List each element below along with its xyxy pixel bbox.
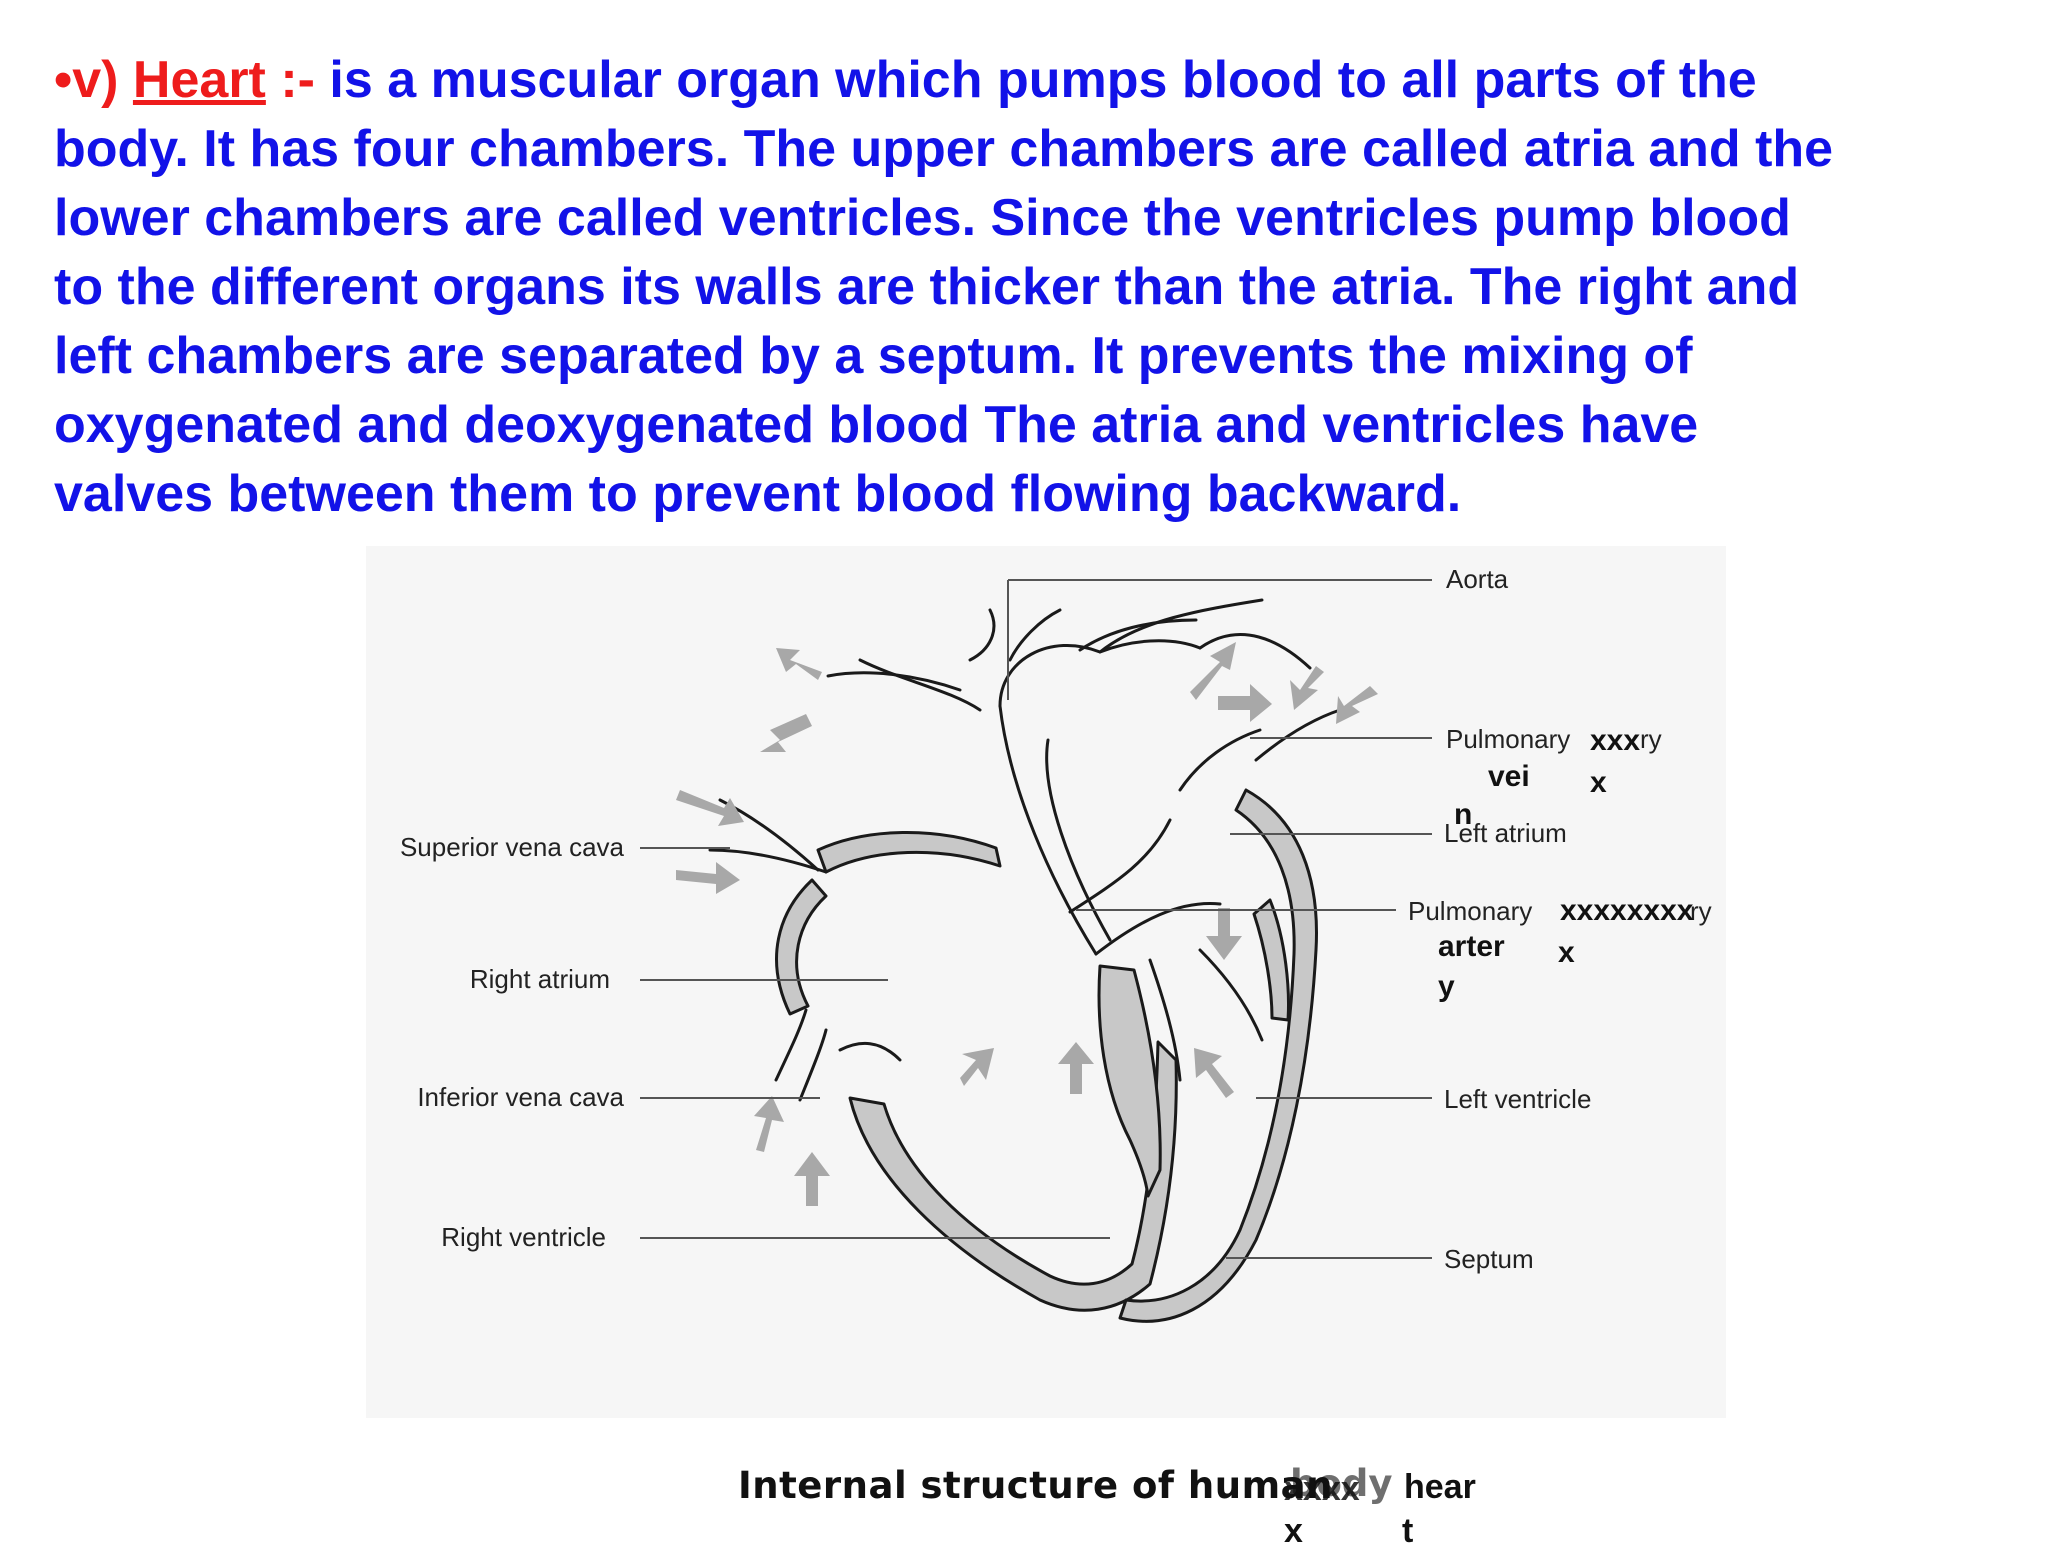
- label-inferior-vena-cava: Inferior vena cava: [417, 1082, 624, 1112]
- label-pulmonary-vein-cut: ry: [1640, 724, 1662, 754]
- heart-diagram-panel: Aorta Pulmonary ry xxx x vei n Left atri…: [366, 546, 1726, 1418]
- septum-wall: [1097, 964, 1162, 1198]
- caption-overlay-xxx: xxxx: [1284, 1470, 1360, 1508]
- label-aorta: Aorta: [1446, 564, 1509, 594]
- label-pulmonary-vein-x: x: [1590, 766, 1607, 799]
- figure-caption: Internal structure of human: [738, 1464, 1333, 1507]
- heart-diagram: Aorta Pulmonary ry xxx x vei n Left atri…: [400, 564, 1712, 1323]
- arrow-icon: [794, 1152, 830, 1206]
- diagram-labels: Aorta Pulmonary ry xxx x vei n Left atri…: [400, 564, 1712, 1274]
- item-numeral: v): [72, 51, 119, 109]
- label-pulmonary-artery: Pulmonary: [1408, 896, 1532, 926]
- label-right-atrium: Right atrium: [470, 964, 610, 994]
- label-pulmonary-vein-xxx: xxx: [1590, 724, 1640, 757]
- caption-overlay-x: x: [1284, 1512, 1303, 1550]
- paragraph-line-3: lower chambers are called ventricles. Si…: [54, 189, 1791, 247]
- term-heart: Heart: [132, 51, 266, 109]
- arrow-icon: [754, 1096, 784, 1152]
- paragraph-line-2: body. It has four chambers. The upper ch…: [54, 120, 1834, 178]
- arrow-icon: [1290, 666, 1324, 710]
- caption-overlay-body: body: [1290, 1462, 1393, 1505]
- label-pulmonary-vein: Pulmonary: [1446, 724, 1570, 754]
- paragraph-text: is a muscular organ which pumps blood to…: [329, 51, 1757, 109]
- label-left-atrium: Left atrium: [1444, 818, 1567, 848]
- paragraph-line-1: •v) Heart :- is a muscular organ which p…: [54, 46, 2034, 115]
- arrow-icon: [1058, 1042, 1094, 1094]
- label-left-ventricle: Left ventricle: [1444, 1084, 1591, 1114]
- heart-description: •v) Heart :- is a muscular organ which p…: [54, 46, 2034, 529]
- arrow-icon: [760, 714, 812, 752]
- label-pulmonary-artery-xxx: xxxxxxxx: [1560, 894, 1694, 927]
- label-right-ventricle: Right ventricle: [441, 1222, 606, 1252]
- arrow-icon: [1194, 1048, 1234, 1098]
- inferior-vena-cava-vessel: [774, 1008, 808, 1082]
- blood-flow-arrows: [676, 642, 1378, 1206]
- bullet: •: [54, 51, 73, 109]
- vessel-outlines: [708, 598, 1342, 1102]
- leader-lines: [640, 579, 1432, 1259]
- arrow-icon: [1206, 908, 1242, 960]
- label-pulmonary-artery-cut: ry: [1690, 896, 1712, 926]
- label-septum: Septum: [1444, 1244, 1534, 1274]
- arrow-icon: [776, 648, 822, 680]
- paragraph-line-5: left chambers are separated by a septum.…: [54, 327, 1693, 385]
- arrow-icon: [1190, 642, 1236, 700]
- heart-walls: [775, 788, 1318, 1323]
- label-vein-overlay-2: n: [1454, 798, 1472, 831]
- label-artery-overlay: arter: [1438, 930, 1505, 963]
- mitral-valve-region: [1252, 898, 1290, 1022]
- arrow-icon: [960, 1048, 994, 1086]
- right-atrium-wall: [816, 831, 1002, 874]
- pulmonary-artery-vessel: [1068, 818, 1172, 914]
- label-pulmonary-artery-x: x: [1558, 936, 1575, 969]
- label-artery-overlay-2: y: [1438, 970, 1455, 1003]
- caption-overlay-t: t: [1402, 1512, 1414, 1550]
- caption-overlay-hear: hear: [1404, 1468, 1476, 1506]
- ventricle-wall: [848, 1040, 1178, 1312]
- arrow-icon: [1336, 686, 1378, 724]
- arrow-icon: [676, 862, 740, 894]
- arrow-icon: [676, 790, 744, 826]
- paragraph-line-6: oxygenated and deoxygenated blood The at…: [54, 396, 1699, 454]
- paragraph-line-7: valves between them to prevent blood flo…: [54, 465, 1462, 523]
- label-superior-vena-cava: Superior vena cava: [400, 832, 625, 862]
- arrow-icon: [1218, 684, 1272, 722]
- paragraph-line-4: to the different organs its walls are th…: [54, 258, 1800, 316]
- label-vein-overlay: vei: [1488, 760, 1530, 793]
- right-atrium-outer-wall: [775, 878, 828, 1016]
- left-heart-outer-wall: [1118, 788, 1318, 1323]
- term-separator: :-: [280, 51, 315, 109]
